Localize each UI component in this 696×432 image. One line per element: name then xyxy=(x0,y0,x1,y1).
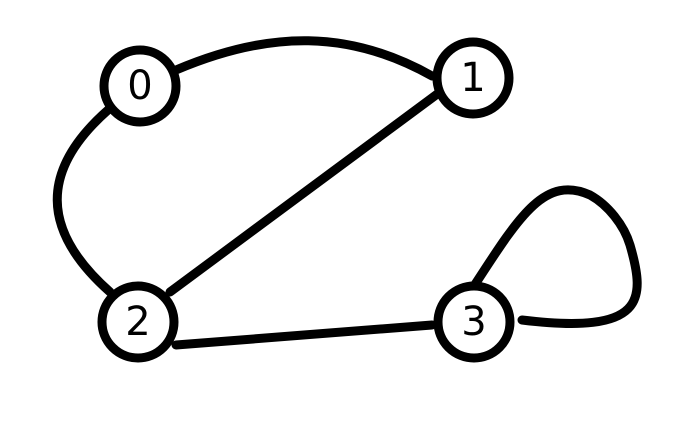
node-0-label: 0 xyxy=(127,63,152,109)
node-0-circle xyxy=(99,45,181,127)
edge-0-1 xyxy=(171,36,437,81)
edges-layer xyxy=(52,36,642,350)
nodes-layer: 0 1 2 3 xyxy=(97,37,515,363)
node-3-circle xyxy=(433,281,515,363)
node-1-label: 1 xyxy=(460,55,485,101)
node-3-label: 3 xyxy=(461,299,486,345)
edge-3-3-loop xyxy=(469,185,642,328)
edge-1-2 xyxy=(165,87,445,297)
edge-2-3 xyxy=(171,320,437,350)
node-0: 0 xyxy=(99,45,181,127)
node-1: 1 xyxy=(432,37,514,119)
node-1-circle xyxy=(432,37,514,119)
node-3: 3 xyxy=(433,281,515,363)
node-2-label: 2 xyxy=(125,299,150,345)
edge-0-2 xyxy=(52,105,115,297)
node-2-circle xyxy=(97,281,179,363)
node-2: 2 xyxy=(97,281,179,363)
